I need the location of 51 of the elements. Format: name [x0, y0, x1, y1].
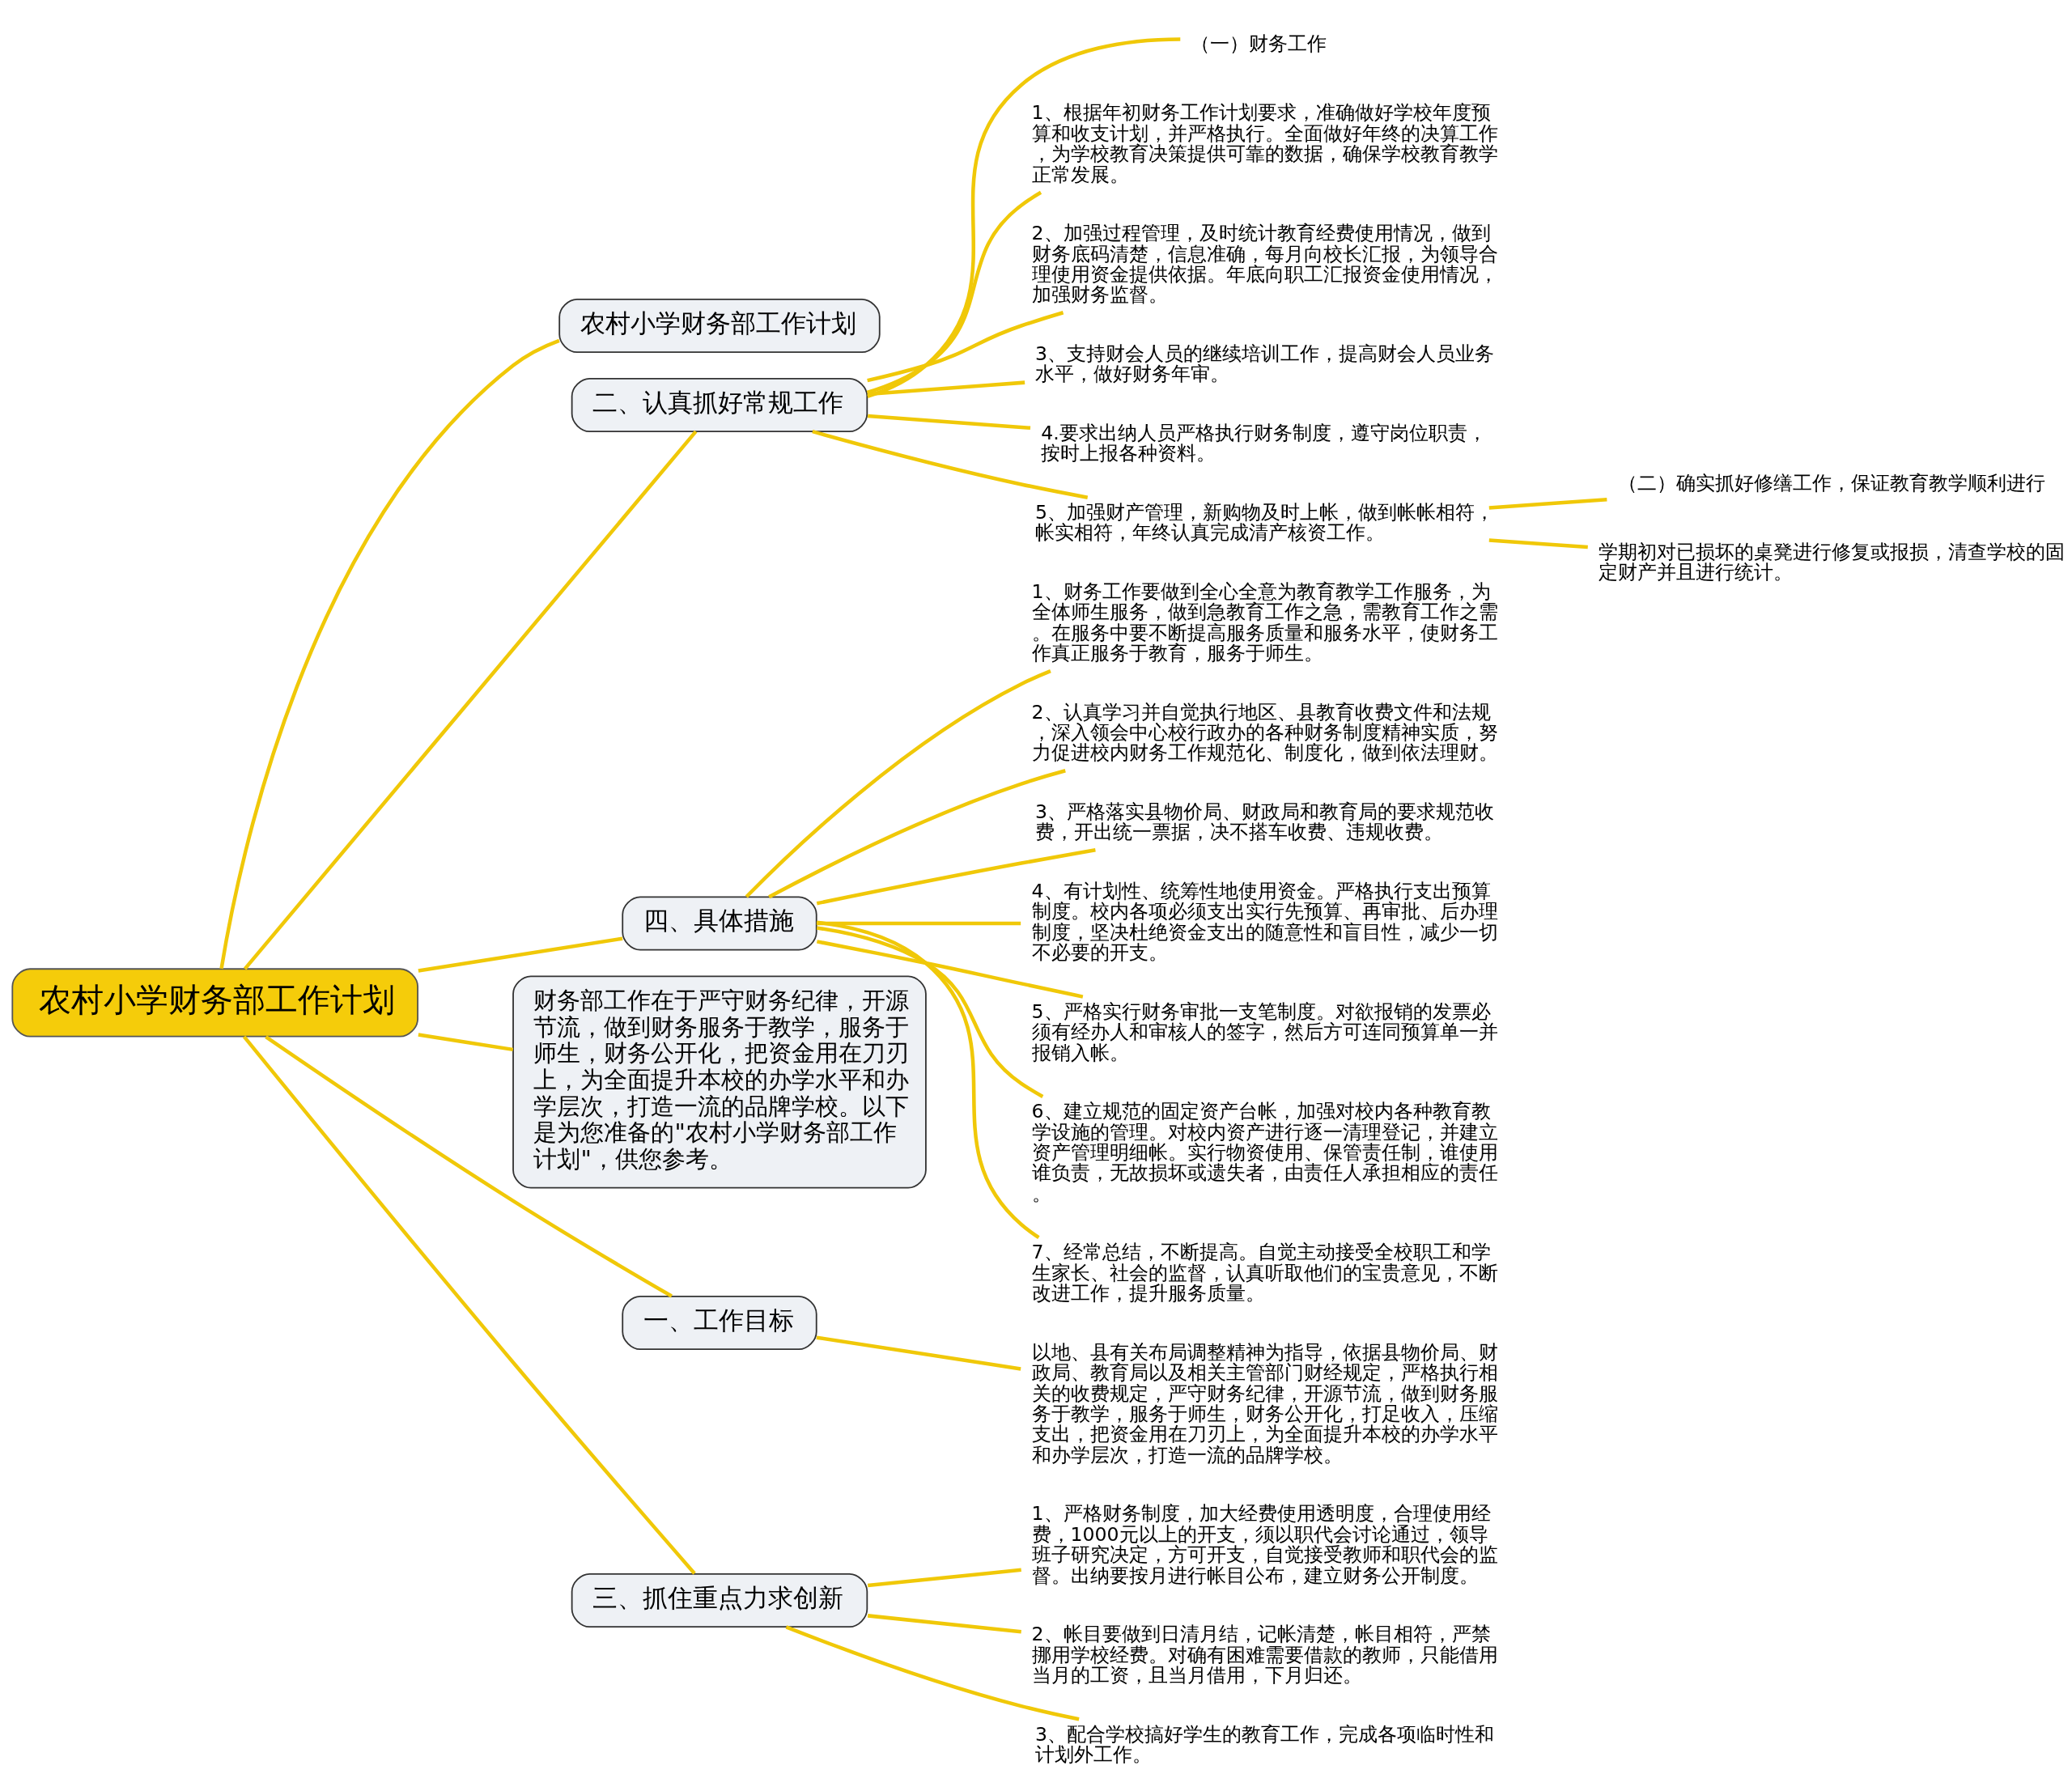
node-box: 四、具体措施	[622, 896, 817, 951]
node-box: 农村小学财务部工作计划	[11, 968, 418, 1038]
node-text: 4、有计划性、统筹性地使用资金。严格执行支出预算制度。校内各项必须支出实行先预算、再审批、后办理制度，坚决杜绝资金支出的随意性和盲目性，减少一切不必要的开支。	[1031, 880, 1498, 965]
node-text: 2、认真学习并自觉执行地区、县教育收费文件和法规，深入领会中心校行政办的各种财务制度精神实质，努力促进校内财务工作规范化、制度化，做到依法理财。	[1031, 700, 1498, 765]
connector	[745, 669, 1051, 898]
node-box: 财务部工作在于严守财务纪律，开源节流，做到财务服务于教学，服务于师生，财务公开化，把资金用在刀刃上，为全面提升本校的办学水平和办学层次，打造一流的品牌学校。以下是为您准备的"农村小学财务部工作计划"，供您参考。	[512, 975, 927, 1189]
connector	[816, 920, 1040, 1239]
connector	[418, 936, 623, 973]
connector	[242, 1035, 696, 1575]
connector	[816, 1335, 1021, 1371]
node-box: 二、认真抓好常规工作	[571, 377, 868, 433]
connector	[1488, 538, 1588, 550]
node-text: 7、经常总结，不断提高。自觉主动接受全校职工和学生家长、社会的监督，认真听取他们的宝贵意见，不断改进工作，提升服务质量。	[1031, 1241, 1498, 1305]
connector	[219, 338, 560, 970]
node-text: 4.要求出纳人员严格执行财务制度，遵守岗位职责，按时上报各种资料。	[1041, 421, 1487, 465]
node-text: 以地、县有关布局调整精神为指导，依据县物价局、财政局、教育局以及相关主管部门财经规定，严格执行相关的收费规定，严守财务纪律，开源节流，做到财务服务于教学，服务于师生，财务公开化，打足收入，压缩支出，把资金用在刀刃上，为全面提升本校的办学水平和办学层次，打造一流的品牌学校。	[1031, 1340, 1498, 1466]
connector	[265, 1035, 673, 1298]
node-text: 3、严格落实县物价局、财政局和教育局的要求规范收费，开出统一票据，决不搭车收费、违规收费。	[1035, 800, 1495, 844]
node-text: 2、加强过程管理，及时统计教育经费使用情况，做到财务底码清楚，信息准确，每月向校长汇报，为领导合理使用资金提供依据。年底向职工汇报资金使用情况，加强财务监督。	[1031, 222, 1498, 307]
connector	[868, 380, 1025, 397]
connector	[867, 37, 1181, 398]
node-text: 3、支持财会人员的继续培训工作，提高财会人员业务水平，做好财务年审。	[1035, 342, 1495, 386]
node-text: 1、财务工作要做到全心全意为教育教学工作服务，为全体师生服务，做到急教育工作之急，需教育工作之需。在服务中要不断提高服务质量和服务水平，使财务工作真正服务于教育，服务于师生。	[1031, 579, 1498, 665]
connector	[868, 414, 1031, 431]
node-text: 5、加强财产管理，新购物及时上帐，做到帐帐相符，帐实相符，年终认真完成清产核资工作。	[1035, 500, 1495, 545]
node-box: 一、工作目标	[622, 1295, 817, 1351]
connector	[816, 921, 1021, 926]
node-text: （一）财务工作	[1191, 32, 1327, 56]
node-text: 6、建立规范的固定资产台帐，加强对校内各种教育教学设施的管理。对校内资产进行逐一清理登记，并建立资产管理明细帐。实行物资使用、保管责任制，谁使用谁负责，无故损坏或遗失者，由责任人承担相应的责任。	[1031, 1100, 1498, 1205]
connector	[867, 1568, 1021, 1588]
node-text: 5、严格实行财务审批一支笔制度。对欲报销的发票必须有经办人和审核人的签字，然后方可连同预算单一并报销入帐。	[1031, 999, 1498, 1064]
connector	[816, 926, 1044, 1098]
connector	[418, 1033, 514, 1052]
connector	[1488, 497, 1607, 510]
node-text: 1、严格财务制度，加大经费使用透明度，合理使用经费，1000元以上的开支，须以职代会讨论通过，领导班子研究决定，方可开支，自觉接受教师和职代会的监督。出纳要按月进行帐目公布，建立财务公开制度。	[1031, 1502, 1498, 1587]
connector	[768, 769, 1066, 899]
connector	[816, 940, 1084, 999]
node-box: 农村小学财务部工作计划	[558, 298, 881, 354]
connector	[866, 190, 1042, 395]
node-text: 3、配合学校搞好学生的教育工作，完成各项临时性和计划外工作。	[1035, 1722, 1495, 1766]
connector	[867, 311, 1064, 383]
connector	[867, 1614, 1021, 1634]
connector	[785, 1625, 1080, 1721]
node-text: （二）确实抓好修缮工作，保证教育教学顺利进行	[1617, 471, 2045, 494]
node-text: 学期初对已损坏的桌凳进行修复或报损，清查学校的固定财产并且进行统计。	[1598, 540, 2065, 584]
connector	[812, 429, 1089, 499]
connector	[243, 430, 698, 970]
node-box: 三、抓住重点力求创新	[571, 1572, 868, 1628]
node-text: 1、根据年初财务工作计划要求，准确做好学校年度预算和收支计划，并严格执行。全面做好年终的决算工作，为学校教育决策提供可靠的数据，确保学校教育教学正常发展。	[1031, 101, 1498, 186]
connector	[816, 848, 1096, 906]
node-text: 2、帐目要做到日清月结，记帐清楚，帐目相符，严禁挪用学校经费。对确有困难需要借款的教师，只能借用当月的工资，且当月借用，下月归还。	[1031, 1623, 1498, 1687]
